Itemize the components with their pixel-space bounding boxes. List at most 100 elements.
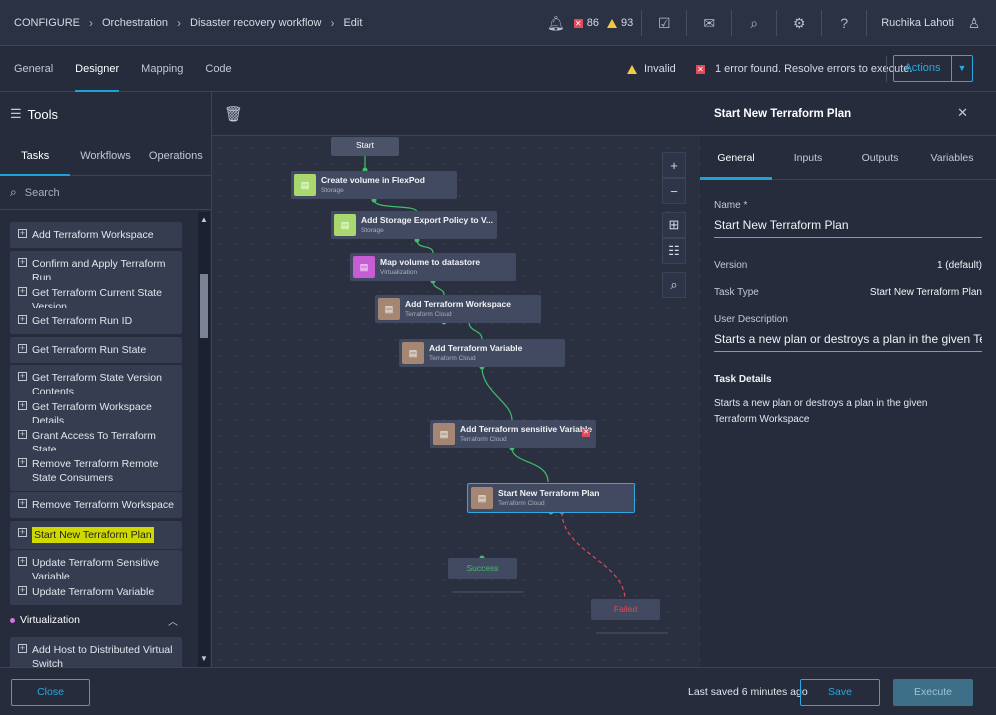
tab-variables[interactable]: Variables xyxy=(930,152,974,164)
task-label: Remove Terraform Workspace xyxy=(32,499,174,511)
search-icon[interactable]: ⌕ xyxy=(662,272,686,298)
node-title: Map volume to datastore xyxy=(380,257,481,267)
breadcrumb-orchestration[interactable]: Orchestration xyxy=(102,16,169,29)
node-subtitle: Terraform Cloud xyxy=(429,355,476,362)
tab-inputs[interactable]: Inputs xyxy=(793,152,823,164)
help-icon[interactable]: ? xyxy=(840,15,849,31)
breadcrumb-edit: Edit xyxy=(343,16,363,29)
search-icon[interactable]: ⌕ xyxy=(750,14,759,31)
scroll-down-icon[interactable]: ▼ xyxy=(200,654,208,663)
task-item[interactable]: +Get Terraform Run ID xyxy=(10,308,182,334)
task-item-selected[interactable]: +Start New Terraform Plan xyxy=(10,521,182,549)
panel-tabs: General Inputs Outputs Variables xyxy=(700,136,996,180)
tab-operations[interactable]: Operations xyxy=(148,150,203,162)
gear-icon[interactable]: ⚙ xyxy=(792,14,806,31)
task-item[interactable]: +Remove Terraform Remote State Consumers xyxy=(10,451,182,491)
tab-outputs[interactable]: Outputs xyxy=(861,152,899,164)
workflow-connectors xyxy=(362,156,668,634)
close-button[interactable]: Close xyxy=(11,679,90,706)
divider xyxy=(641,10,643,36)
add-icon: + xyxy=(18,643,27,653)
zoom-out-icon[interactable]: − xyxy=(662,178,686,204)
add-icon: + xyxy=(18,429,27,439)
name-field[interactable]: Start New Terraform Plan xyxy=(714,218,982,238)
chevron-down-icon[interactable]: ▼ xyxy=(957,63,967,73)
task-item[interactable]: +Add Host to Distributed Virtual Switch xyxy=(10,637,182,667)
error-icon: ✕ xyxy=(573,18,583,28)
task-type-label: Task Type xyxy=(714,287,759,298)
node-subtitle: Terraform Cloud xyxy=(498,500,545,507)
error-count-badge[interactable]: ✕86 xyxy=(573,17,599,29)
user-name[interactable]: Ruchika Lahoti xyxy=(881,17,954,29)
success-node[interactable]: Success xyxy=(448,558,517,579)
sub-bar: General Designer Mapping Code Invalid ✕ … xyxy=(0,46,996,92)
add-icon: + xyxy=(18,556,27,566)
add-icon: + xyxy=(18,498,27,508)
align-icon[interactable]: ☷ xyxy=(662,238,686,264)
tab-tasks[interactable]: Tasks xyxy=(0,136,71,176)
auto-layout-icon[interactable]: ⊞ xyxy=(662,212,686,238)
chevron-right-icon: › xyxy=(89,15,93,30)
add-icon: + xyxy=(18,527,27,537)
tab-mapping[interactable]: Mapping xyxy=(141,63,184,75)
checklist-icon[interactable]: ☑ xyxy=(657,14,671,31)
scroll-up-icon[interactable]: ▲ xyxy=(200,215,208,224)
tab-general[interactable]: General xyxy=(700,136,772,180)
task-item[interactable]: +Get Terraform Run State xyxy=(10,337,182,363)
zoom-controls: + − ⊞ ☷ ⌕ xyxy=(662,152,686,298)
warning-count-badge[interactable]: 93 xyxy=(606,17,633,29)
user-description-field[interactable]: Starts a new plan or destroys a plan in … xyxy=(714,332,982,352)
execute-button[interactable]: Execute xyxy=(893,679,973,706)
error-count: 86 xyxy=(586,17,599,29)
scrollbar-thumb[interactable] xyxy=(200,274,208,338)
chevron-up-icon[interactable]: ︿ xyxy=(168,616,178,628)
name-label: Name * xyxy=(714,200,748,211)
task-label: Add Terraform Workspace xyxy=(32,229,154,241)
breadcrumb-workflow[interactable]: Disaster recovery workflow xyxy=(190,16,322,29)
node-subtitle: Storage xyxy=(361,227,384,234)
error-icon: ✕ xyxy=(696,64,705,74)
start-node[interactable]: Start xyxy=(331,137,399,156)
search-input[interactable]: ⌕ Search xyxy=(0,176,211,210)
divider xyxy=(776,10,778,36)
category-virtualization[interactable]: Virtualization ︿ xyxy=(10,614,182,628)
tab-general[interactable]: General xyxy=(14,63,54,75)
error-icon: ✕ xyxy=(582,429,590,437)
scrollbar[interactable]: ▲ ▼ xyxy=(198,212,210,667)
chevron-right-icon: › xyxy=(177,15,182,30)
failed-node[interactable]: Failed xyxy=(591,599,660,620)
last-saved: Last saved 6 minutes ago xyxy=(688,686,808,698)
tab-workflows[interactable]: Workflows xyxy=(80,150,131,162)
collapse-panel-icon[interactable]: ☰ xyxy=(10,106,22,121)
error-status: ✕ 1 error found. Resolve errors to execu… xyxy=(696,46,912,92)
node-title: Add Terraform Workspace xyxy=(405,299,511,309)
storage-icon: ▤ xyxy=(334,214,356,236)
top-bar: CONFIGURE › Orchestration › Disaster rec… xyxy=(0,0,996,46)
close-icon[interactable]: ✕ xyxy=(957,105,968,120)
task-item[interactable]: +Add Terraform Workspace xyxy=(10,222,182,248)
announcement-icon[interactable]: ✉ xyxy=(703,14,716,31)
divider xyxy=(886,56,887,82)
workflow-node[interactable]: ▤ Add Storage Export Policy to V...Stora… xyxy=(331,211,497,239)
trash-icon[interactable]: 🗑︎ xyxy=(224,106,244,123)
tab-designer[interactable]: Designer xyxy=(75,46,120,92)
connector xyxy=(468,321,483,340)
task-item[interactable]: +Update Terraform Variable xyxy=(10,579,182,605)
tools-panel: ☰ Tools Tasks Workflows Operations ⌕ Sea… xyxy=(0,92,212,667)
breadcrumb-configure[interactable]: CONFIGURE xyxy=(14,16,80,29)
tab-code[interactable]: Code xyxy=(205,63,232,75)
actions-button[interactable]: Actions ▼ xyxy=(893,55,973,82)
bell-icon[interactable]: 🔔︎ xyxy=(546,14,565,31)
zoom-in-icon[interactable]: + xyxy=(662,152,686,178)
task-label: Update Terraform Variable xyxy=(32,586,155,598)
user-icon[interactable]: ♙ xyxy=(967,14,981,31)
task-item[interactable]: + Remove Terraform Workspace xyxy=(10,492,182,518)
save-button[interactable]: Save xyxy=(800,679,880,706)
